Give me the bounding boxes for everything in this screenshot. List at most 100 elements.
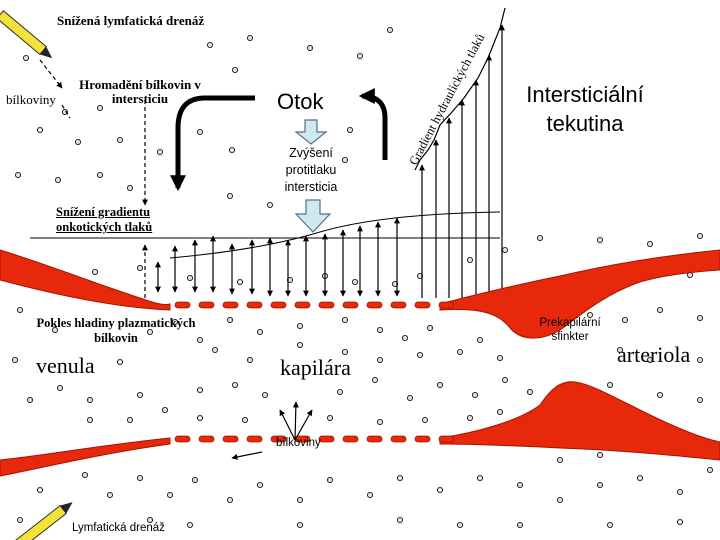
protein-particle <box>356 53 363 60</box>
protein-particle <box>697 314 704 321</box>
protein-particle <box>376 356 383 363</box>
protein-particle <box>406 394 413 401</box>
protein-particle <box>346 127 353 134</box>
capillary-wall-segment <box>390 301 407 309</box>
capillary-wall-segment <box>246 301 263 309</box>
protein-particle <box>228 146 235 153</box>
protein-particle <box>231 381 238 388</box>
plasma-protein-drop-label: Pokles hladiny plazmatických bílkovin <box>36 316 196 345</box>
protein-particle <box>256 328 263 335</box>
protein-particle <box>366 491 373 498</box>
protein-particle <box>677 488 684 495</box>
protein-particle <box>296 322 303 329</box>
capillary-wall-segment <box>366 301 383 309</box>
protein-particle <box>496 354 503 361</box>
lymph-vessel-bottom-icon <box>15 502 73 540</box>
protein-particle <box>587 311 594 318</box>
capillary-wall-segment <box>318 435 335 443</box>
capillary-wall-segment <box>414 301 431 309</box>
protein-particle <box>196 414 203 421</box>
protein-leak-arrows <box>231 401 313 460</box>
protein-particle <box>266 201 273 208</box>
protein-accumulation-label: Hromadění bílkovin v intersticiu <box>79 77 201 106</box>
venula-label: venula <box>36 353 95 378</box>
protein-particle <box>401 334 408 341</box>
protein-particle <box>421 416 428 423</box>
lymph-drainage-reduced-label: Snížená lymfatická drenáž <box>57 13 205 28</box>
capillary-wall-segment <box>342 435 359 443</box>
protein-particle <box>256 481 263 488</box>
protein-particle <box>261 391 268 398</box>
vessel-wall-lower-right <box>439 381 720 461</box>
protein-particle <box>496 408 503 415</box>
protein-particle <box>136 474 143 481</box>
interstitial-pressure-label: Zvýšení protitlaku intersticia <box>284 146 338 194</box>
protein-particle <box>527 388 534 395</box>
protein-particle <box>226 316 233 323</box>
protein-particle <box>476 474 483 481</box>
capillary-wall-segment <box>198 435 215 443</box>
capillary-wall-segment <box>270 435 287 443</box>
protein-particle <box>697 232 704 239</box>
protein-particle <box>517 522 524 529</box>
protein-particle <box>637 474 644 481</box>
protein-particle <box>16 306 23 313</box>
protein-particle <box>82 471 89 478</box>
protein-particle <box>597 236 604 243</box>
protein-particle <box>52 326 59 333</box>
capillary-wall-segment <box>318 301 335 309</box>
protein-particle <box>127 416 134 423</box>
protein-particle <box>466 414 473 421</box>
capillary-wall-segment <box>222 435 239 443</box>
protein-particle <box>196 128 203 135</box>
protein-particle <box>466 256 473 263</box>
protein-particle <box>341 316 348 323</box>
protein-particle <box>146 517 153 524</box>
capillary-wall-segment <box>198 301 215 309</box>
protein-particle <box>426 324 433 331</box>
protein-particle <box>326 476 333 483</box>
lymph-drainage-label: Lymfatická drenáž <box>72 522 165 534</box>
precapillary-sphincter-label: Prekapilární sfinkter <box>539 317 601 343</box>
protein-particle <box>296 522 303 529</box>
protein-particle <box>657 391 664 398</box>
proteins-left-label: bílkoviny <box>6 92 56 107</box>
protein-particle <box>186 274 193 281</box>
protein-particle <box>607 381 614 388</box>
dashed-connectors <box>39 59 148 305</box>
otok-down-arrow <box>294 119 328 145</box>
protein-particle <box>707 466 714 473</box>
protein-particle <box>166 491 173 498</box>
protein-particle <box>26 396 33 403</box>
capillary-wall-segment <box>414 435 431 443</box>
pressure-curve <box>169 211 501 259</box>
protein-particle <box>396 474 403 481</box>
lymph-vessel-top-icon <box>0 10 53 59</box>
protein-particle <box>241 416 248 423</box>
protein-particle <box>226 192 233 199</box>
capillary-wall-segment <box>390 435 407 443</box>
protein-particle <box>341 156 348 163</box>
protein-particle <box>476 336 483 343</box>
protein-particle <box>376 418 383 425</box>
protein-particle <box>697 356 704 363</box>
protein-particle <box>87 396 94 403</box>
protein-particle <box>326 414 333 421</box>
protein-particle <box>62 109 69 116</box>
capillary-wall-segment <box>222 301 239 309</box>
protein-particle <box>117 136 124 143</box>
oncotic-gradient-label: Snížení gradientu onkotických tlaků <box>56 205 153 234</box>
protein-particle <box>501 376 508 383</box>
protein-particle <box>55 176 62 183</box>
protein-particle <box>341 348 348 355</box>
capillary-wall-segment <box>174 301 191 309</box>
protein-particle <box>136 264 143 271</box>
protein-particle <box>647 356 654 363</box>
otok-label: Otok <box>277 89 324 114</box>
protein-particles <box>11 26 714 529</box>
protein-particle <box>127 184 134 191</box>
proteins-bottom-label: bílkoviny <box>276 437 321 449</box>
protein-particle <box>436 381 443 388</box>
protein-particle <box>186 522 193 529</box>
protein-particle <box>14 171 21 178</box>
